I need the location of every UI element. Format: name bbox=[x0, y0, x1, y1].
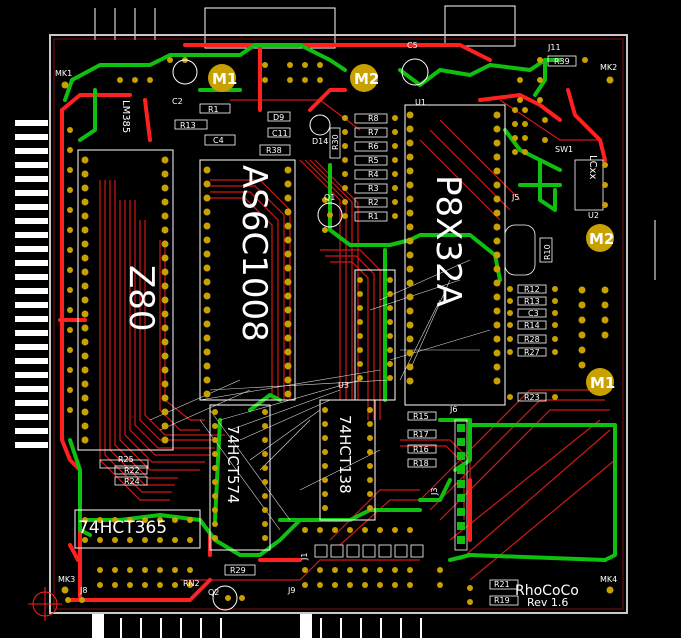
resistor-column bbox=[342, 113, 398, 222]
label-m1-a: M1 bbox=[212, 70, 237, 88]
label-decoder: 74HCT138 bbox=[336, 415, 354, 494]
ref-u3: U3 bbox=[338, 381, 349, 390]
ref-r14: R14 bbox=[524, 321, 540, 330]
board-name: RhoCoCo bbox=[515, 583, 579, 599]
top-copper-bus bbox=[99, 99, 616, 581]
edge-connector-left bbox=[15, 120, 48, 448]
label-m2-b: M2 bbox=[589, 230, 614, 248]
ref-j5: J5 bbox=[511, 193, 519, 202]
sram-footprint bbox=[199, 159, 296, 401]
ref-j8: J8 bbox=[79, 586, 87, 595]
label-m1-b: M1 bbox=[590, 374, 615, 392]
label-z80: Z80 bbox=[121, 265, 161, 332]
ref-r24: R24 bbox=[124, 477, 140, 486]
label-ldo: LCxx bbox=[587, 155, 598, 179]
ref-j9: J9 bbox=[287, 586, 295, 595]
ref-r7: R7 bbox=[368, 128, 379, 137]
ref-r15: R15 bbox=[413, 412, 429, 421]
ref-rn2: RN2 bbox=[183, 579, 200, 588]
ref-r5: R5 bbox=[368, 156, 379, 165]
board-title-block: RhoCoCo Rev 1.6 bbox=[515, 583, 579, 609]
ref-r19: R19 bbox=[494, 596, 510, 605]
propeller-footprint bbox=[404, 104, 528, 406]
z80-footprint bbox=[67, 127, 174, 451]
ref-j11: J11 bbox=[547, 43, 561, 52]
ref-r2: R2 bbox=[368, 198, 379, 207]
label-m2-a: M2 bbox=[354, 70, 379, 88]
ref-r39: R39 bbox=[554, 57, 570, 66]
ref-r13: R13 bbox=[180, 121, 196, 130]
ref-u1: U1 bbox=[415, 98, 426, 107]
origin-crosshair bbox=[28, 587, 62, 621]
reference-labels: C5 J11 R39 C2 R1 R13 C4 D9 C11 R38 D14 R… bbox=[79, 41, 599, 605]
ref-d9: D9 bbox=[273, 113, 284, 122]
ref-r1: R1 bbox=[208, 105, 219, 114]
ref-r30: R30 bbox=[331, 134, 340, 150]
ref-r17: R17 bbox=[413, 430, 429, 439]
ref-sw1: SW1 bbox=[555, 145, 573, 154]
label-buffer: 74HCT365 bbox=[78, 518, 167, 538]
ref-r6: R6 bbox=[368, 142, 379, 151]
ref-c5: C5 bbox=[407, 41, 418, 50]
ref-r28: R28 bbox=[524, 335, 540, 344]
logic-footprints bbox=[74, 269, 396, 551]
ref-r25: R25 bbox=[118, 455, 134, 464]
ref-r4: R4 bbox=[368, 170, 379, 179]
ref-r3: R3 bbox=[368, 184, 379, 193]
ref-r8: R8 bbox=[368, 114, 379, 123]
label-mk1: MK1 bbox=[55, 69, 72, 78]
ref-q1: Q1 bbox=[324, 193, 335, 202]
ref-r27: R27 bbox=[524, 348, 540, 357]
board-inner-outline bbox=[53, 38, 624, 610]
label-latch: 74HCT574 bbox=[224, 425, 242, 504]
ref-r13b: R13 bbox=[524, 297, 540, 306]
ref-r38: R38 bbox=[266, 146, 282, 155]
mounting-holes bbox=[208, 64, 614, 396]
ref-c11: C11 bbox=[272, 129, 288, 138]
ref-c2: C2 bbox=[172, 97, 183, 106]
ref-j1: J1 bbox=[300, 553, 309, 561]
board-revision: Rev 1.6 bbox=[527, 596, 568, 609]
ref-r29: R29 bbox=[230, 566, 246, 575]
mounting-labels: M1 M2 M2 M1 MK1 MK2 MK3 MK4 bbox=[55, 63, 617, 584]
logic-pads bbox=[82, 277, 393, 543]
label-regulator: LM385 bbox=[120, 100, 131, 133]
label-mk2: MK2 bbox=[600, 63, 617, 72]
chip-labels: Z80 AS6C1008 P8X32A 74HCT574 74HCT138 74… bbox=[78, 100, 598, 538]
board-outline bbox=[49, 34, 628, 614]
ref-c3: C3 bbox=[528, 309, 539, 318]
edge-connector-bottom bbox=[92, 612, 422, 638]
bottom-copper bbox=[63, 43, 617, 562]
label-mk3: MK3 bbox=[58, 575, 75, 584]
ref-r10: R10 bbox=[543, 244, 552, 260]
ref-r23: R23 bbox=[524, 393, 540, 402]
ref-r1b: R1 bbox=[368, 212, 379, 221]
ref-u2: U2 bbox=[588, 211, 599, 220]
ref-j3: J3 bbox=[430, 488, 439, 496]
label-mk4: MK4 bbox=[600, 575, 617, 584]
j6-header bbox=[454, 419, 468, 551]
ref-r18: R18 bbox=[413, 459, 429, 468]
resistor-array-bottom bbox=[97, 527, 424, 588]
label-pld: P8X32A bbox=[428, 175, 468, 307]
ref-c4: C4 bbox=[213, 136, 224, 145]
ref-r22: R22 bbox=[124, 466, 140, 475]
ref-q2: Q2 bbox=[208, 588, 219, 597]
ref-r12: R12 bbox=[524, 285, 540, 294]
ratsnest bbox=[149, 259, 491, 531]
ref-r21: R21 bbox=[494, 580, 510, 589]
ref-r16: R16 bbox=[413, 445, 429, 454]
ref-d14: D14 bbox=[312, 137, 328, 146]
label-sram: AS6C1008 bbox=[234, 165, 274, 342]
ref-j6: J6 bbox=[449, 405, 457, 414]
right-side-components bbox=[61, 55, 614, 611]
